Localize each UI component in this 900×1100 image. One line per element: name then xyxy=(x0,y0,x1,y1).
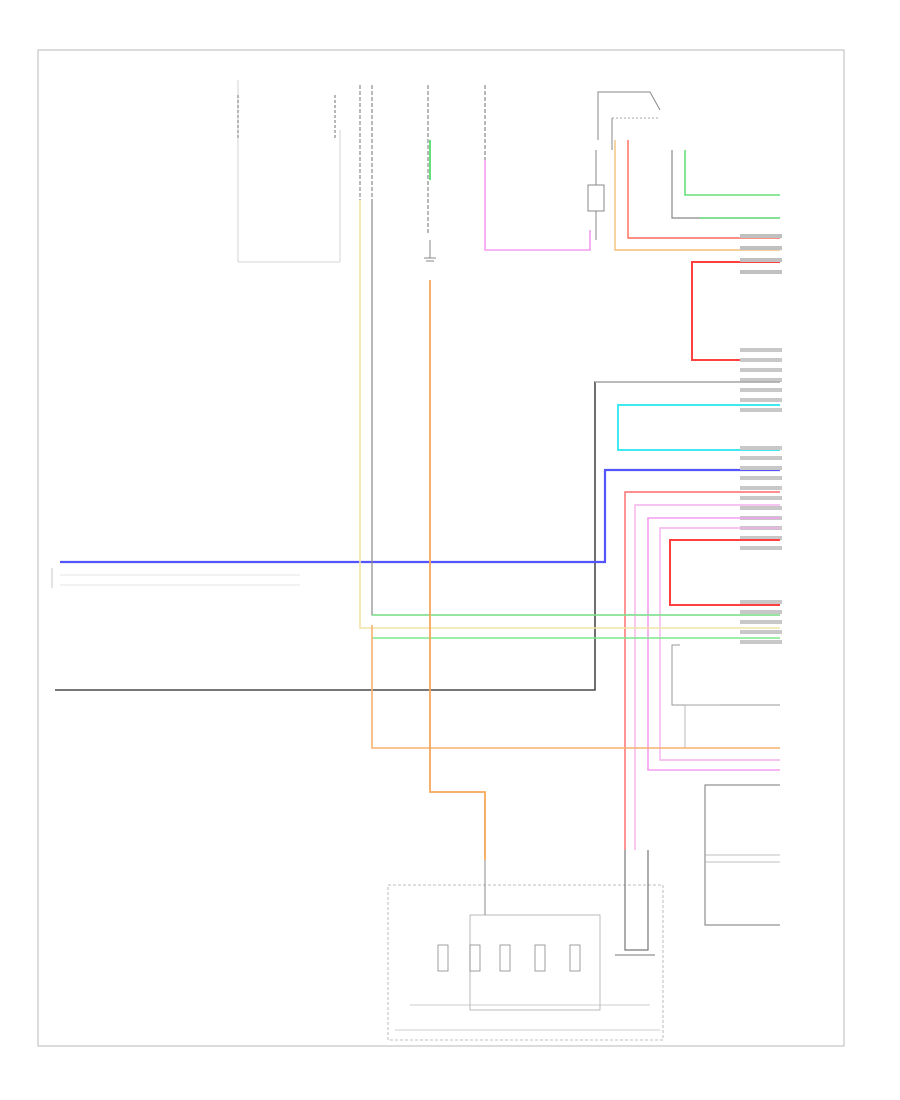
wire-gray-long xyxy=(55,381,780,691)
wire-blue-long xyxy=(60,468,780,564)
wire-pink-vertical-3 xyxy=(659,527,780,761)
wire-yellow-long xyxy=(359,200,780,629)
wire-red-vertical xyxy=(624,491,780,850)
motor-component xyxy=(587,150,605,240)
wire-red-loop xyxy=(691,261,780,361)
wire-pink-top xyxy=(484,160,591,251)
wire-pink-vertical-2 xyxy=(647,517,780,771)
wire-red-loop-lower xyxy=(669,539,780,606)
wire-pink-vertical-1 xyxy=(634,504,780,850)
diagram-frame xyxy=(37,49,845,1047)
wire-orange-long xyxy=(371,625,780,749)
wire-green-top-2 xyxy=(671,150,780,219)
wire-orange-mid xyxy=(429,280,486,860)
top-left-fuse-block xyxy=(237,80,341,263)
ground-symbol-icon xyxy=(424,240,436,262)
wire-green-top-1 xyxy=(684,150,780,196)
wire-red-top xyxy=(627,140,780,239)
top-right-switch xyxy=(597,91,661,150)
left-edge-connectors xyxy=(51,568,300,588)
ground-symbol-icon xyxy=(615,850,655,956)
top-fuse-stubs xyxy=(359,85,486,235)
wire-gray-bracket-1 xyxy=(671,644,780,706)
bottom-control-module xyxy=(387,860,664,1041)
resistor-icon xyxy=(437,944,581,972)
wire-cyan-loop xyxy=(617,404,780,451)
connector-pin-block-bottom xyxy=(740,600,782,644)
wire-gray-bracket-2 xyxy=(684,704,780,749)
connector-pin-block-upper xyxy=(740,234,782,274)
connector-pin-block-mid xyxy=(740,348,782,412)
connector-pin-block-lower xyxy=(740,446,782,550)
wire-orange-top xyxy=(614,140,780,251)
